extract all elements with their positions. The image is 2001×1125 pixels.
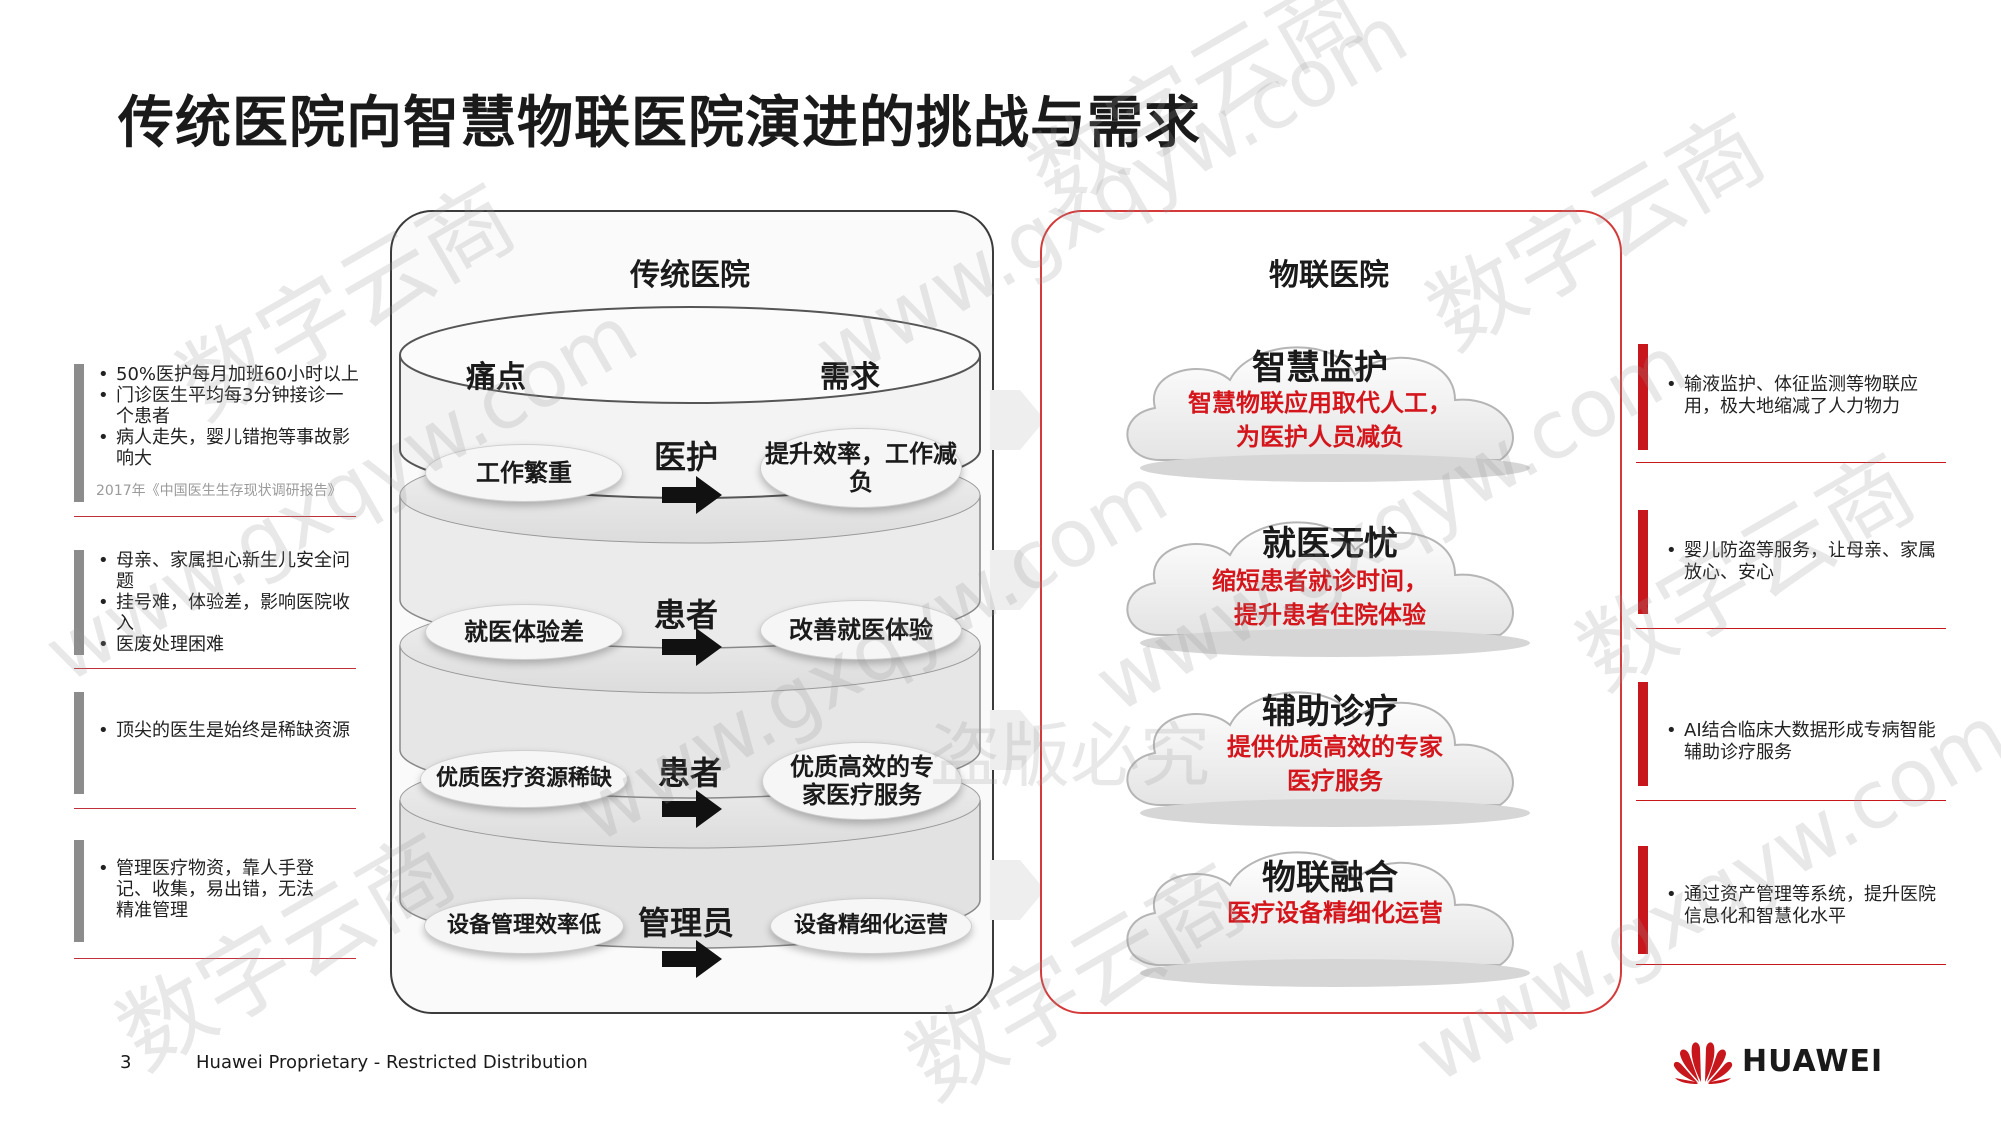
arrow-right-icon [662,476,722,514]
brand-name: HUAWEI [1742,1044,1884,1079]
note-item: 门诊医生平均每3分钟接诊一个患者 [98,385,359,427]
arrow-right-icon [662,940,722,978]
header-pain: 痛点 [466,360,526,395]
cloud-text: 提供优质高效的专家 [1227,733,1443,761]
note-bar [74,840,84,942]
pain-pill: 就医体验差 [425,604,623,660]
need-pill: 改善就医体验 [760,600,962,660]
note-source: 2017年《中国医生生存现状调研报告》 [96,483,342,499]
note-bar [1638,344,1648,450]
need-pill: 提升效率，工作减负 [760,428,962,508]
need-pill: 设备精细化运营 [770,898,972,954]
divider [74,516,356,517]
cloud-title: 辅助诊疗 [1262,692,1398,732]
rnote-asset-management: 通过资产管理等系统，提升医院信息化和智慧化水平 [1638,846,1938,954]
arrow-right-icon [662,628,722,666]
need-pill: 优质高效的专家医疗服务 [762,742,962,820]
note-item: 输液监护、体征监测等物联应用，极大地缩减了人力物力 [1666,374,1938,418]
cloud-text: 医疗服务 [1287,767,1383,795]
pain-pill: 设备管理效率低 [424,898,624,954]
page-title: 传统医院向智慧物联医院演进的挑战与需求 [118,91,1201,156]
role-label: 患者 [658,754,723,792]
cloud-text: 智慧物联应用取代人工， [1188,389,1452,417]
note-bar [1638,682,1648,786]
note-workload: 50%医护每月加班60小时以上 门诊医生平均每3分钟接诊一个患者 病人走失，婴儿… [74,364,359,502]
divider [1636,800,1946,801]
note-item: 挂号难，体验差，影响医院收入 [98,592,359,634]
pain-pill: 工作繁重 [425,444,623,502]
rnote-ai-diagnosis: AI结合临床大数据形成专病智能辅助诊疗服务 [1638,682,1938,786]
divider [74,958,356,959]
cloud-text: 为医护人员减负 [1236,423,1404,451]
role-label: 管理员 [638,904,735,942]
role-label: 患者 [654,596,719,634]
note-bar [74,692,84,794]
cloud-title: 智慧监护 [1252,348,1388,388]
rnote-monitoring: 输液监护、体征监测等物联应用，极大地缩减了人力物力 [1638,344,1938,450]
cloud-text: 医疗设备精细化运营 [1227,899,1443,927]
pain-pill: 优质医疗资源稀缺 [420,750,628,808]
connector-arrows [990,390,1045,920]
note-equipment: 管理医疗物资，靠人手登记、收集，易出错，无法精准管理 [74,840,359,942]
divider [1636,628,1946,629]
traditional-hospital-title: 传统医院 [630,258,750,293]
note-item: 顶尖的医生是始终是稀缺资源 [98,720,359,741]
arrow-right-icon [662,790,722,828]
note-bar [74,364,84,502]
note-bar [1638,846,1648,954]
divider [1636,462,1946,463]
divider [74,808,356,809]
cloud-title: 物联融合 [1262,858,1398,898]
iot-hospital-title: 物联医院 [1269,258,1389,293]
note-item: 通过资产管理等系统，提升医院信息化和智慧化水平 [1666,884,1938,928]
huawei-logo-icon [1672,1036,1734,1086]
note-patient-experience: 母亲、家属担心新生儿安全问题 挂号难，体验差，影响医院收入 医废处理困难 [74,550,359,655]
note-item: 母亲、家属担心新生儿安全问题 [98,550,359,592]
note-item: 50%医护每月加班60小时以上 [98,364,359,385]
role-label: 医护 [654,438,719,476]
divider [74,668,356,669]
note-bar [1638,510,1648,614]
note-bar [74,550,84,655]
note-doctor-resources: 顶尖的医生是始终是稀缺资源 [74,692,359,794]
cloud-title: 就医无忧 [1262,524,1398,564]
note-item: 婴儿防盗等服务，让母亲、家属放心、安心 [1666,540,1938,584]
cloud-text: 提升患者住院体验 [1234,601,1426,629]
header-need: 需求 [820,360,880,395]
footer-text: Huawei Proprietary - Restricted Distribu… [196,1052,588,1073]
page-number: 3 [120,1052,132,1073]
note-item: 病人走失，婴儿错抱等事故影响大 [98,427,359,469]
rnote-baby-safety: 婴儿防盗等服务，让母亲、家属放心、安心 [1638,510,1938,614]
note-item: AI结合临床大数据形成专病智能辅助诊疗服务 [1666,720,1938,764]
cloud-text: 缩短患者就诊时间， [1212,567,1428,595]
note-item: 医废处理困难 [98,634,359,655]
divider [1636,964,1946,965]
note-item: 管理医疗物资，靠人手登记、收集，易出错，无法精准管理 [98,858,329,921]
